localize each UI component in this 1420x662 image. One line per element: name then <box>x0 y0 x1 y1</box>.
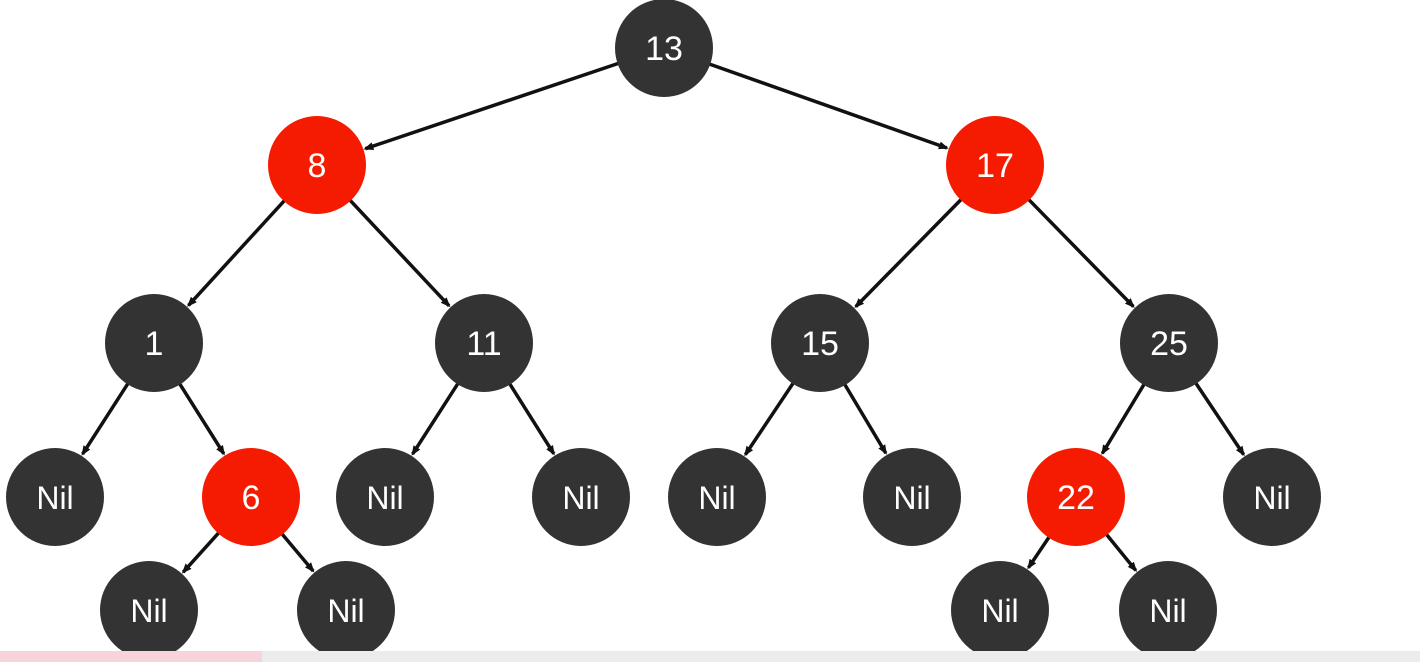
red-node-circle <box>268 116 366 214</box>
tree-node-n8: 8 <box>268 116 366 214</box>
node-label: Nil <box>130 593 167 629</box>
tree-node-nil6: Nil <box>1223 448 1321 546</box>
node-label: 13 <box>645 30 683 68</box>
node-label: 17 <box>976 147 1014 185</box>
tree-node-n11: 11 <box>435 294 533 392</box>
node-label: Nil <box>1149 593 1186 629</box>
tree-node-nil5: Nil <box>863 448 961 546</box>
black-node-circle <box>1119 561 1217 659</box>
edge-n22-nil9 <box>1027 533 1053 570</box>
black-node-circle <box>532 448 630 546</box>
red-node-circle <box>202 448 300 546</box>
red-node-circle <box>1027 448 1125 546</box>
tree-node-n22: 22 <box>1027 448 1125 546</box>
black-node-circle <box>771 294 869 392</box>
edge-n25-n22 <box>1100 380 1148 456</box>
black-node-circle <box>336 448 434 546</box>
tree-node-nil7: Nil <box>100 561 198 659</box>
edge-n25-nil6 <box>1192 379 1246 457</box>
node-label: 1 <box>145 325 164 363</box>
black-node-circle <box>1120 294 1218 392</box>
edge-n8-n1 <box>187 197 288 307</box>
tree-node-n17: 17 <box>946 116 1044 214</box>
edge-n17-n25 <box>1025 195 1135 308</box>
tree-node-n1: 1 <box>105 294 203 392</box>
edge-n17-n15 <box>854 195 965 309</box>
node-label: 6 <box>242 479 261 517</box>
bottom-strip <box>0 651 1420 662</box>
tree-node-nil1: Nil <box>6 448 104 546</box>
tree-node-n25: 25 <box>1120 294 1218 392</box>
edge-n1-nil1 <box>81 379 132 456</box>
black-node-circle <box>863 448 961 546</box>
black-node-circle <box>615 0 713 97</box>
node-label: Nil <box>327 593 364 629</box>
node-label: 8 <box>308 147 327 185</box>
edges-layer <box>81 60 1246 574</box>
node-label: Nil <box>698 480 735 516</box>
node-label: 22 <box>1057 479 1095 517</box>
node-label: Nil <box>893 480 930 516</box>
tree-node-n6: 6 <box>202 448 300 546</box>
node-label: 25 <box>1150 325 1188 363</box>
tree-node-nil2: Nil <box>336 448 434 546</box>
tree-node-nil3: Nil <box>532 448 630 546</box>
edge-n6-nil8 <box>278 530 315 573</box>
edge-n15-nil4 <box>743 379 797 457</box>
tree-node-n13: 13 <box>615 0 713 97</box>
black-node-circle <box>297 561 395 659</box>
node-label: Nil <box>366 480 403 516</box>
node-label: Nil <box>36 480 73 516</box>
edge-n15-nil5 <box>841 380 888 455</box>
edge-n13-n8 <box>363 60 622 151</box>
edge-n11-nil2 <box>411 379 462 456</box>
node-label: Nil <box>562 480 599 516</box>
bottom-strip-accent <box>0 651 262 662</box>
node-label: Nil <box>981 593 1018 629</box>
tree-node-nil8: Nil <box>297 561 395 659</box>
tree-node-nil10: Nil <box>1119 561 1217 659</box>
black-node-circle <box>6 448 104 546</box>
tree-node-nil9: Nil <box>951 561 1049 659</box>
edge-n13-n17 <box>705 61 949 150</box>
black-node-circle <box>668 448 766 546</box>
black-node-circle <box>951 561 1049 659</box>
node-label: Nil <box>1253 480 1290 516</box>
tree-node-n15: 15 <box>771 294 869 392</box>
edge-n11-nil3 <box>506 380 556 456</box>
edge-n1-n6 <box>176 380 226 456</box>
edge-n8-n11 <box>346 196 451 308</box>
node-label: 11 <box>466 325 501 363</box>
tree-node-nil4: Nil <box>668 448 766 546</box>
node-label: 15 <box>801 325 839 363</box>
black-node-circle <box>105 294 203 392</box>
black-node-circle <box>435 294 533 392</box>
black-node-circle <box>100 561 198 659</box>
edge-n22-nil10 <box>1103 530 1138 573</box>
red-node-circle <box>946 116 1044 214</box>
edge-n6-nil7 <box>181 529 223 574</box>
black-node-circle <box>1223 448 1321 546</box>
